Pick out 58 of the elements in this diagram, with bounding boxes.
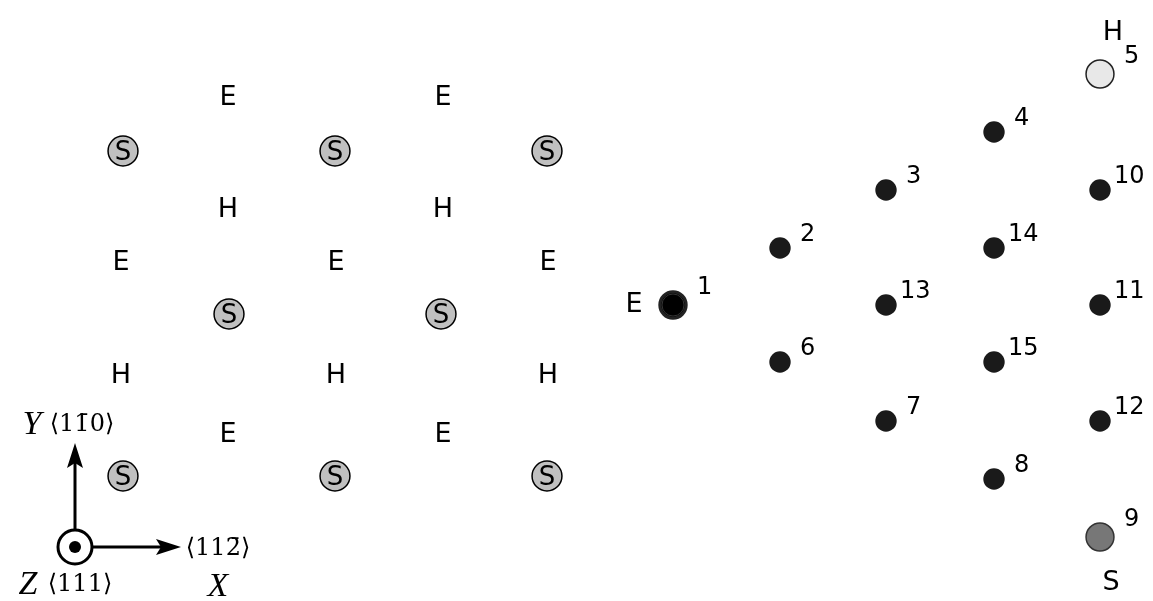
point-number: 7	[906, 394, 922, 418]
site-label: E	[434, 81, 452, 109]
axis-label: ⟨11̄0⟩	[49, 411, 115, 435]
point-number: 13	[900, 278, 931, 302]
site-label: E	[112, 246, 130, 274]
site-label: H	[432, 193, 454, 221]
atom-dot	[983, 121, 1005, 143]
point-number: 8	[1014, 452, 1030, 476]
site-label: E	[434, 418, 452, 446]
site-circle: S	[425, 298, 457, 330]
point-number: 6	[800, 335, 816, 359]
atom-dot	[983, 351, 1005, 373]
atom-dot	[769, 351, 791, 373]
point-number: 10	[1114, 163, 1145, 187]
site-label: H	[110, 359, 132, 387]
point-number: 11	[1114, 278, 1145, 302]
site-circle: S	[107, 135, 139, 167]
site-label: H	[217, 193, 239, 221]
site-circle: S	[107, 460, 139, 492]
site-label: E	[219, 81, 237, 109]
point-number: 15	[1008, 335, 1039, 359]
atom-dot	[1089, 179, 1111, 201]
site-label: E	[625, 288, 643, 316]
atom-dot	[1085, 59, 1115, 89]
axis-label: ⟨111⟩	[47, 571, 113, 595]
site-circle: S	[319, 135, 351, 167]
point-number: 2	[800, 221, 816, 245]
point-number: 14	[1008, 221, 1039, 245]
site-circle: S	[319, 460, 351, 492]
atom-dot	[769, 237, 791, 259]
atom-dot	[875, 294, 897, 316]
point-number: 9	[1124, 506, 1140, 530]
site-label: H	[325, 359, 347, 387]
atom-dot	[875, 179, 897, 201]
site-circle: S	[531, 460, 563, 492]
atom-dot	[658, 290, 688, 320]
axis-label: X	[207, 568, 229, 601]
atom-dot	[983, 468, 1005, 490]
site-label: E	[219, 418, 237, 446]
site-circle: S	[531, 135, 563, 167]
site-label: E	[327, 246, 345, 274]
axis-label: ⟨112̄⟩	[185, 535, 251, 559]
point-number: 4	[1014, 105, 1030, 129]
atom-dot	[1089, 410, 1111, 432]
site-label: H	[1102, 16, 1124, 44]
point-number: 1	[697, 274, 713, 298]
point-number: 3	[906, 163, 922, 187]
point-number: 12	[1114, 394, 1145, 418]
site-label: E	[539, 246, 557, 274]
atom-dot	[983, 237, 1005, 259]
point-number: 5	[1124, 43, 1140, 67]
site-label: S	[1102, 566, 1120, 594]
site-circle: S	[213, 298, 245, 330]
atom-dot	[1085, 522, 1115, 552]
axis-label: Z	[18, 566, 38, 600]
atom-dot	[875, 410, 897, 432]
site-label: H	[537, 359, 559, 387]
atom-dot	[1089, 294, 1111, 316]
